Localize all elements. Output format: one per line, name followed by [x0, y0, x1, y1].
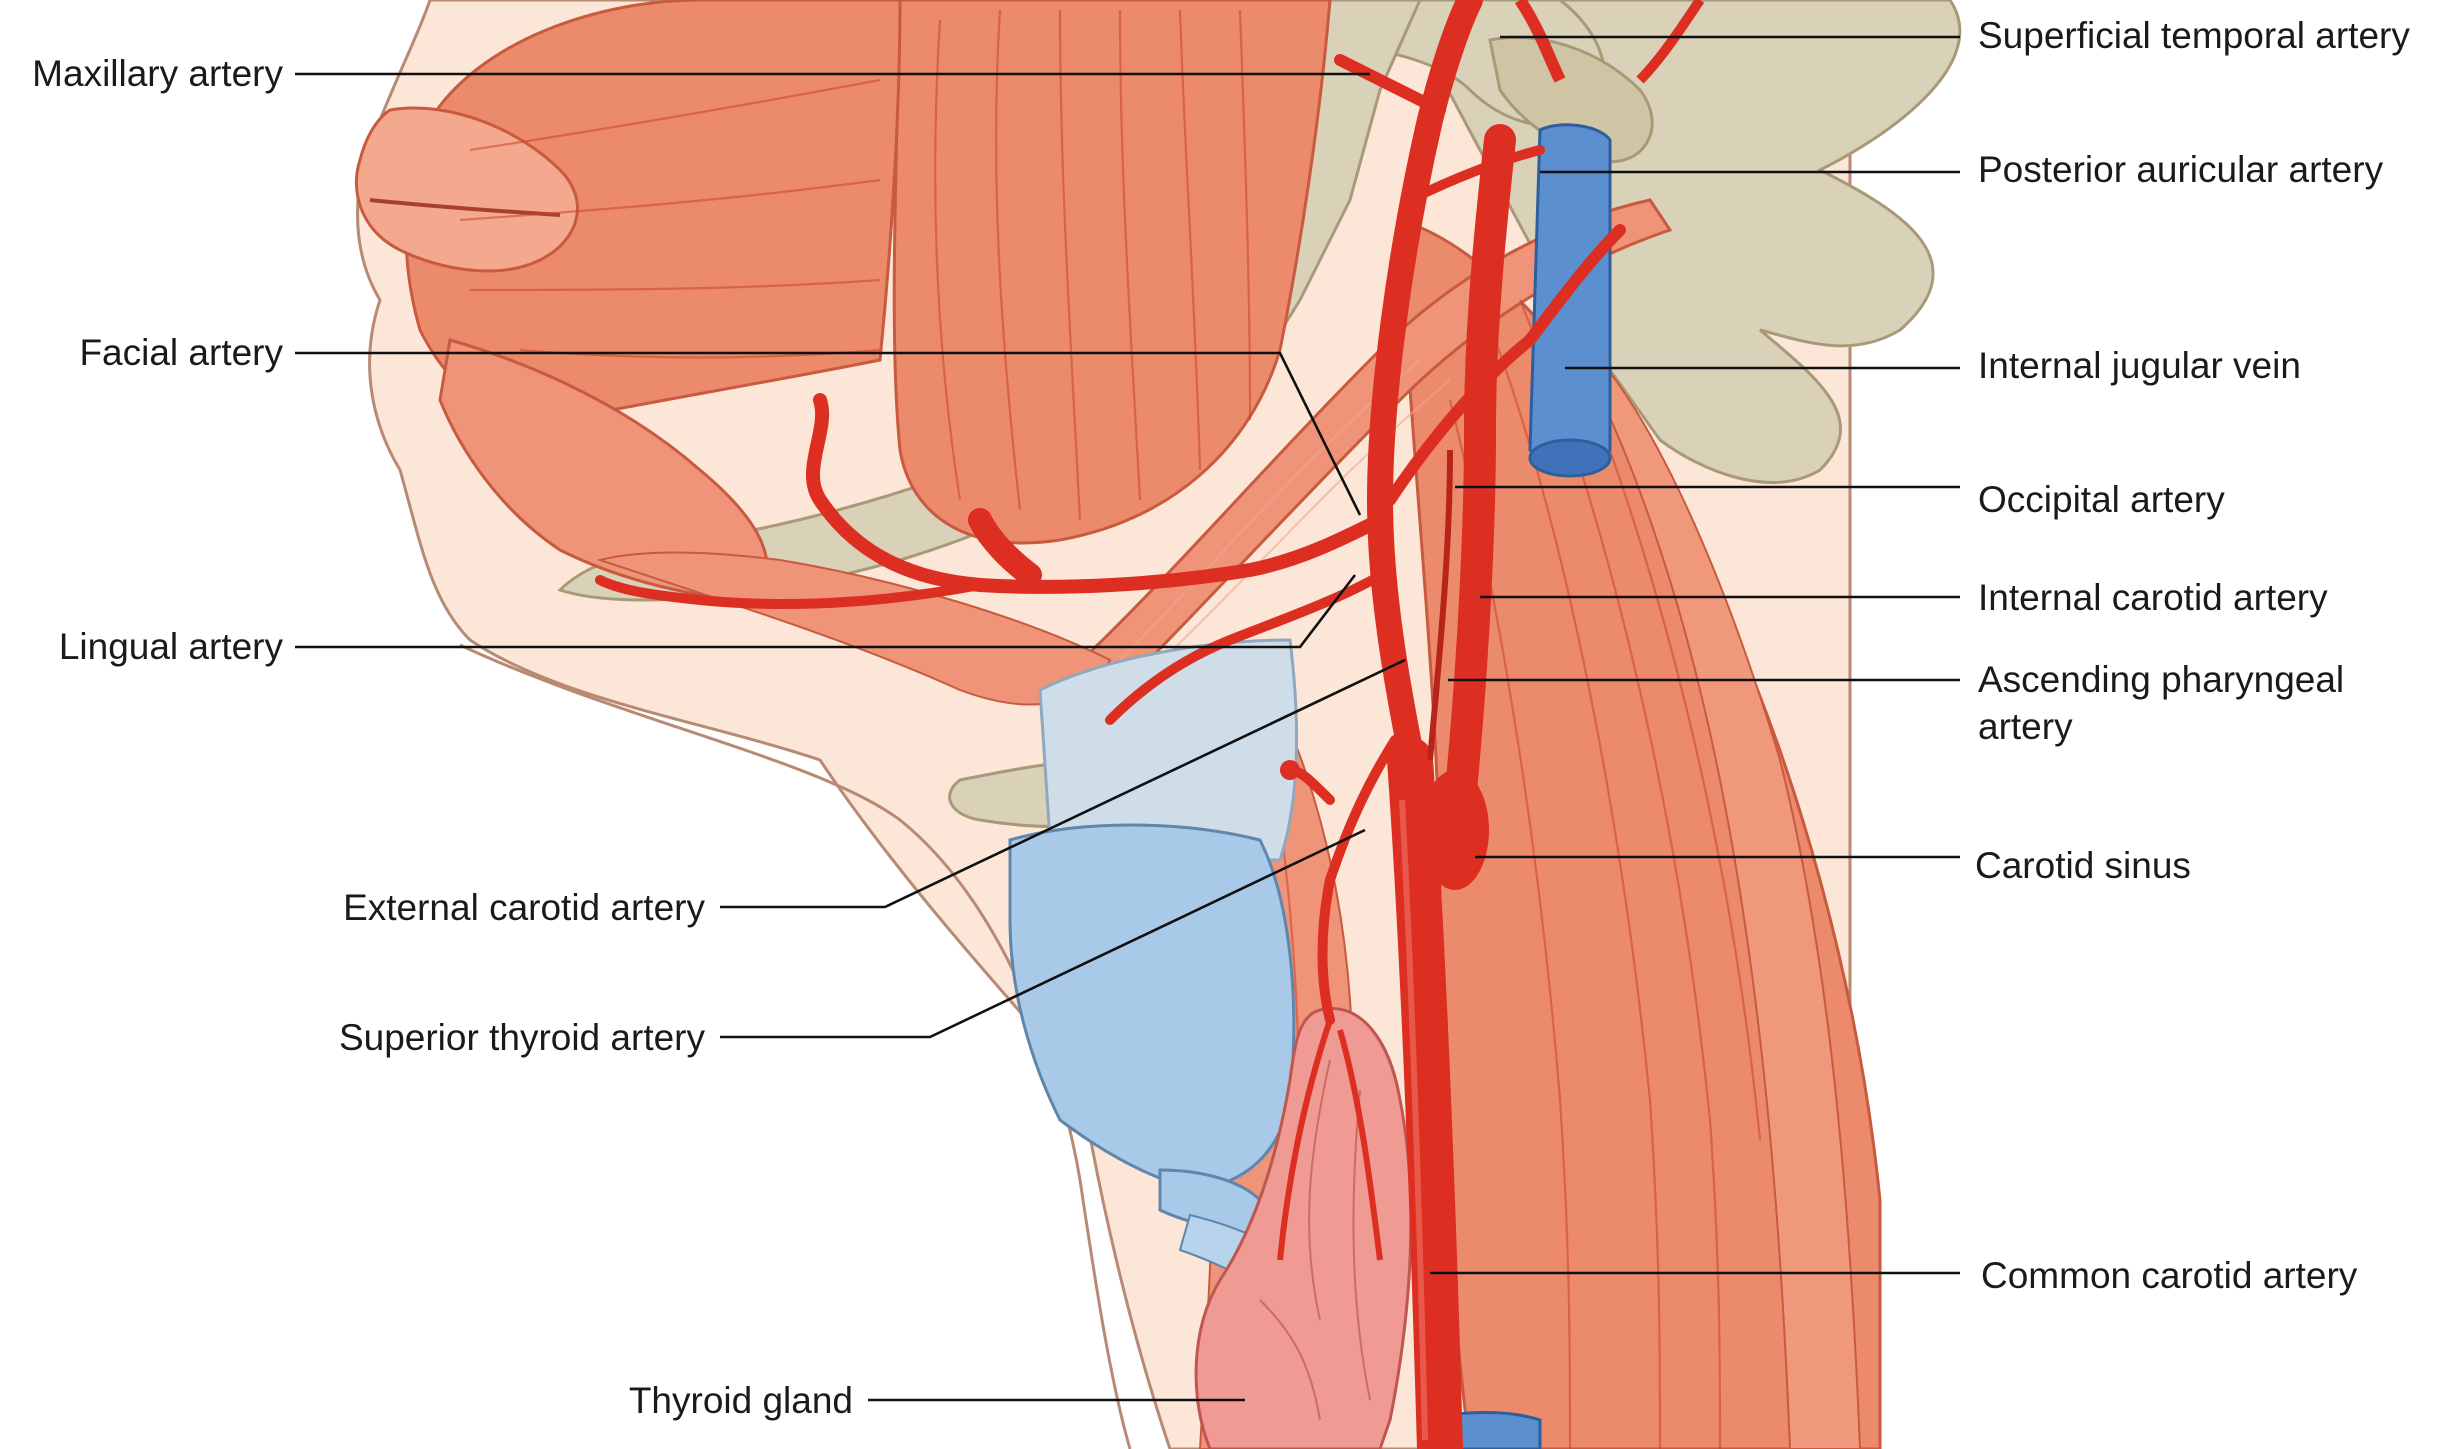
occipital-artery-vessel	[1384, 224, 1626, 506]
label-external-carotid-artery: External carotid artery	[343, 887, 705, 928]
lingual-artery-vessel	[1105, 565, 1395, 725]
facial-artery-vessel	[805, 393, 1387, 594]
maxillary-artery-vessel	[1334, 54, 1446, 116]
masseter-muscle	[892, 0, 1332, 545]
ascending-pharyngeal-artery-vessel	[1427, 449, 1453, 761]
posterior-auricular-artery-vessel	[1405, 145, 1545, 205]
internal-jugular-vein-cut	[1528, 438, 1612, 478]
buccinator-muscle	[404, 0, 902, 423]
thyroid-cartilage	[1008, 823, 1296, 1192]
label-thyroid-gland: Thyroid gland	[629, 1380, 853, 1421]
external-carotid-artery-vessel	[1366, 0, 1483, 813]
mouth-line	[369, 198, 561, 217]
common-carotid-artery-vessel	[1387, 737, 1463, 1449]
label-ascending-pharyngeal-artery-line1: Ascending pharyngeal	[1978, 659, 2344, 700]
thyroid-texture	[1259, 1059, 1371, 1421]
arteries	[595, 0, 1705, 1449]
labels: Maxillary artery Facial artery Lingual a…	[32, 15, 2410, 1421]
mylohyoid-muscle	[596, 551, 1112, 706]
label-superior-thyroid-artery: Superior thyroid artery	[339, 1017, 706, 1058]
leader-lingual-artery	[295, 574, 1357, 649]
leader-facial-artery	[295, 351, 1362, 516]
label-internal-jugular-vein: Internal jugular vein	[1978, 345, 2301, 386]
carotid-sinus-vessel	[1421, 770, 1489, 890]
label-lingual-artery: Lingual artery	[59, 626, 284, 667]
internal-carotid-artery-vessel	[1444, 124, 1516, 816]
leader-lines	[295, 35, 1960, 1402]
label-facial-artery: Facial artery	[79, 332, 283, 373]
label-posterior-auricular-artery: Posterior auricular artery	[1978, 149, 2384, 190]
label-maxillary-artery: Maxillary artery	[32, 53, 283, 94]
label-carotid-sinus: Carotid sinus	[1975, 845, 2191, 886]
label-superficial-temporal-artery: Superficial temporal artery	[1978, 15, 2410, 56]
leader-superior-thyroid-artery	[720, 828, 1366, 1039]
label-ascending-pharyngeal-artery-line2: artery	[1978, 706, 2073, 747]
leader-external-carotid-artery	[720, 658, 1406, 909]
mastoid-process	[1488, 36, 1654, 163]
scalene-muscles	[1559, 319, 1862, 1449]
label-occipital-artery: Occipital artery	[1978, 479, 2225, 520]
label-common-carotid-artery: Common carotid artery	[1981, 1255, 2358, 1296]
label-internal-carotid-artery: Internal carotid artery	[1978, 577, 2328, 618]
neck-front-contour	[459, 643, 1132, 1449]
